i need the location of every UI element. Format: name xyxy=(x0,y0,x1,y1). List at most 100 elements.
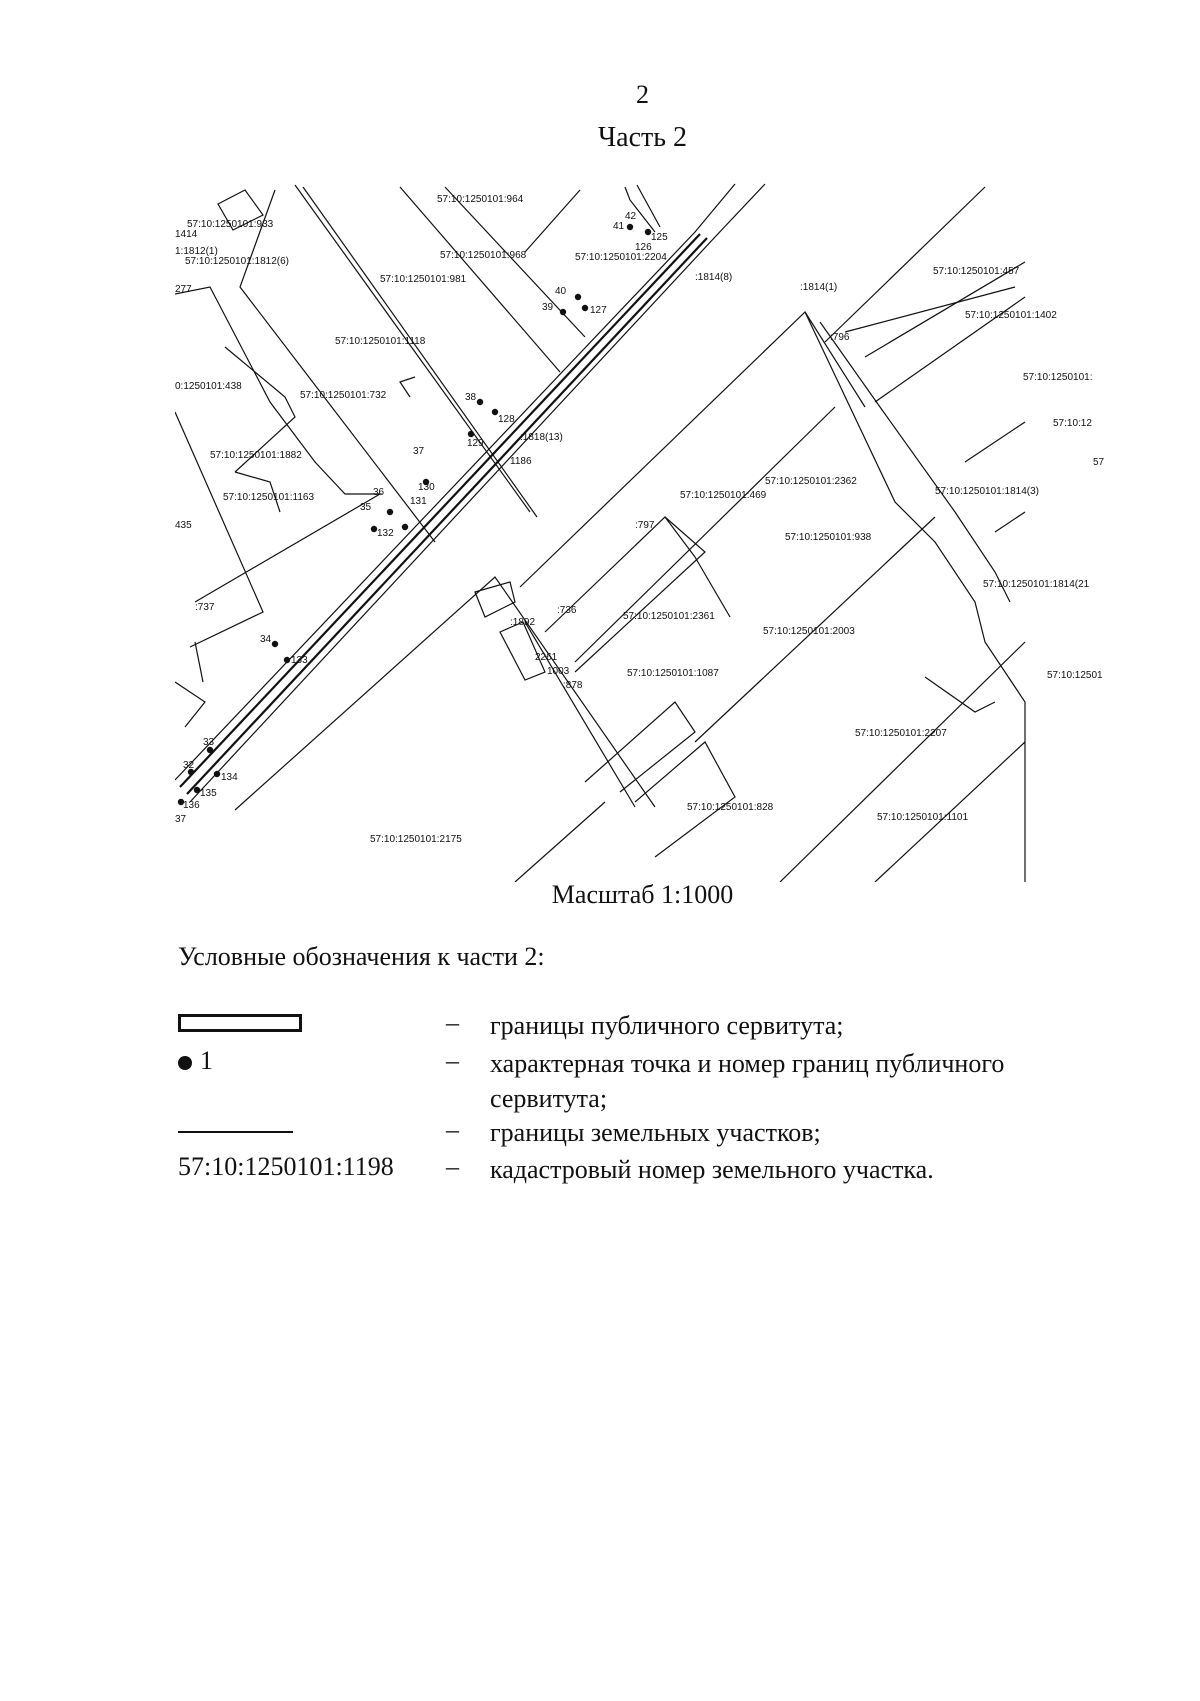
legend-description: границы публичного сервитута; xyxy=(490,1011,844,1040)
parcel-label: 57:10:12 xyxy=(1053,418,1092,429)
parcel-line xyxy=(399,376,416,398)
road-boundary-south xyxy=(189,183,766,803)
point-marker xyxy=(644,228,652,236)
point-marker xyxy=(283,656,291,664)
point-label: 125 xyxy=(651,232,668,243)
parcel-line xyxy=(584,701,696,793)
parcel-label: 57:10:1250101:2361 xyxy=(623,611,715,622)
parcel-label: :1814(8) xyxy=(695,272,732,283)
parcel-line xyxy=(519,310,1026,882)
parcel-line xyxy=(302,186,538,518)
parcel-label: :1818(13) xyxy=(520,432,563,443)
parcel-label: 57:10:1250101:2175 xyxy=(370,834,462,845)
legend-line-symbol xyxy=(178,1115,293,1133)
point-label: 132 xyxy=(377,528,394,539)
legend-dash: – xyxy=(446,1115,459,1144)
parcel-label: :737 xyxy=(195,602,215,613)
road-boundary-north xyxy=(175,183,736,781)
point-dot-icon xyxy=(178,1056,192,1071)
parcel-label: 57:10:1250101: xyxy=(1023,372,1093,383)
parcel-label: :797 xyxy=(635,520,655,531)
parcel-line xyxy=(544,516,706,673)
parcel-label: 1414 xyxy=(175,229,198,240)
point-marker xyxy=(213,770,221,778)
legend-title: Условные обозначения к части 2: xyxy=(178,942,545,971)
parcel-line xyxy=(574,406,836,663)
parcel-label: 57:10:1250101:964 xyxy=(437,194,524,205)
point-label: 35 xyxy=(360,502,372,513)
legend-rect-symbol xyxy=(178,1008,302,1032)
point-label: 37 xyxy=(175,814,187,825)
parcel-label: 435 xyxy=(175,520,192,531)
parcel-label: 57:10:1250101:968 xyxy=(440,250,527,261)
legend-dash: – xyxy=(446,1152,459,1181)
point-marker xyxy=(370,525,378,533)
legend-dot-symbol: 1 xyxy=(178,1046,213,1076)
parcel-label: 57:10:1250101:1402 xyxy=(965,310,1057,321)
point-label: 127 xyxy=(590,305,607,316)
parcel-label: 0:1250101:438 xyxy=(175,381,242,392)
parcel-label: 57:10:1250101:2003 xyxy=(763,626,855,637)
parcel-line xyxy=(499,621,546,681)
legend-description: границы земельных участков; xyxy=(490,1118,821,1147)
parcel-label: 57:10:1250101:2362 xyxy=(765,476,857,487)
point-label: 39 xyxy=(542,302,554,313)
point-label: 41 xyxy=(613,221,625,232)
parcel-line xyxy=(824,186,986,343)
parcel-label: :736 xyxy=(557,605,577,616)
parcel-line xyxy=(694,556,731,618)
parcel-label: 57:10:1250101:1118 xyxy=(335,336,426,347)
parcel-line xyxy=(874,296,1026,403)
point-label: 135 xyxy=(200,788,217,799)
parcel-label: :1892 xyxy=(510,617,535,628)
parcel-line xyxy=(994,511,1026,533)
point-marker xyxy=(187,768,195,776)
point-label: 42 xyxy=(625,211,637,222)
parcel-line xyxy=(524,189,581,253)
parcel-line xyxy=(864,261,1026,358)
parcel-label: 1003 xyxy=(547,666,570,677)
point-label: 134 xyxy=(221,772,238,783)
parcel-labels: 57:10:1250101:964 57:10:1250101:933 1414… xyxy=(175,194,1105,845)
point-marker xyxy=(177,798,185,806)
legend-description: кадастровый номер земельного участка. xyxy=(490,1155,934,1184)
servitude-strip-north xyxy=(179,233,701,788)
parcel-label: 57 xyxy=(1093,457,1105,468)
parcel-label: :1814(1) xyxy=(800,282,837,293)
point-marker xyxy=(581,304,589,312)
parcel-label: 57:10:1250101:933 xyxy=(187,219,274,230)
parcel-label: 57:10:1250101:457 xyxy=(933,266,1020,277)
parcel-label: 1186 xyxy=(510,456,532,467)
legend-point-number: 1 xyxy=(200,1046,213,1075)
point-marker xyxy=(271,640,279,648)
parcel-line xyxy=(474,581,516,618)
parcel-line xyxy=(224,346,296,473)
point-label: 40 xyxy=(555,286,567,297)
point-marker xyxy=(626,223,634,231)
point-label: 34 xyxy=(260,634,272,645)
parcel-line xyxy=(779,641,1026,882)
point-marker xyxy=(574,293,582,301)
parcel-line xyxy=(804,311,866,408)
parcel-line xyxy=(194,641,204,683)
parcel-label: :796 xyxy=(830,332,850,343)
parcel-line xyxy=(234,576,656,811)
parcel-line xyxy=(514,801,606,882)
point-labels: 41 42 125 126 40 39 127 38 128 129 37 36… xyxy=(175,211,668,825)
cadastral-map: 57:10:1250101:964 57:10:1250101:933 1414… xyxy=(175,183,1105,882)
parcel-line xyxy=(819,321,1011,603)
parcel-label: 57:10:1250101:1087 xyxy=(627,668,719,679)
parcel-line xyxy=(399,186,561,373)
parcel-label: 277 xyxy=(175,284,192,295)
point-marker xyxy=(559,308,567,316)
parcel-line xyxy=(874,741,1026,882)
parcel-label: 57:10:1250101:2204 xyxy=(575,252,667,263)
servitude-strip-south xyxy=(186,237,708,795)
point-label: 128 xyxy=(498,414,515,425)
parcel-label: 57:10:1250101:1812(6) xyxy=(185,256,289,267)
point-label: 131 xyxy=(410,496,427,507)
parcel-line xyxy=(524,621,636,808)
parcel-line xyxy=(964,421,1026,463)
parcel-label: 57:10:1250101:1814(3) xyxy=(935,486,1039,497)
parcel-line xyxy=(175,681,206,728)
